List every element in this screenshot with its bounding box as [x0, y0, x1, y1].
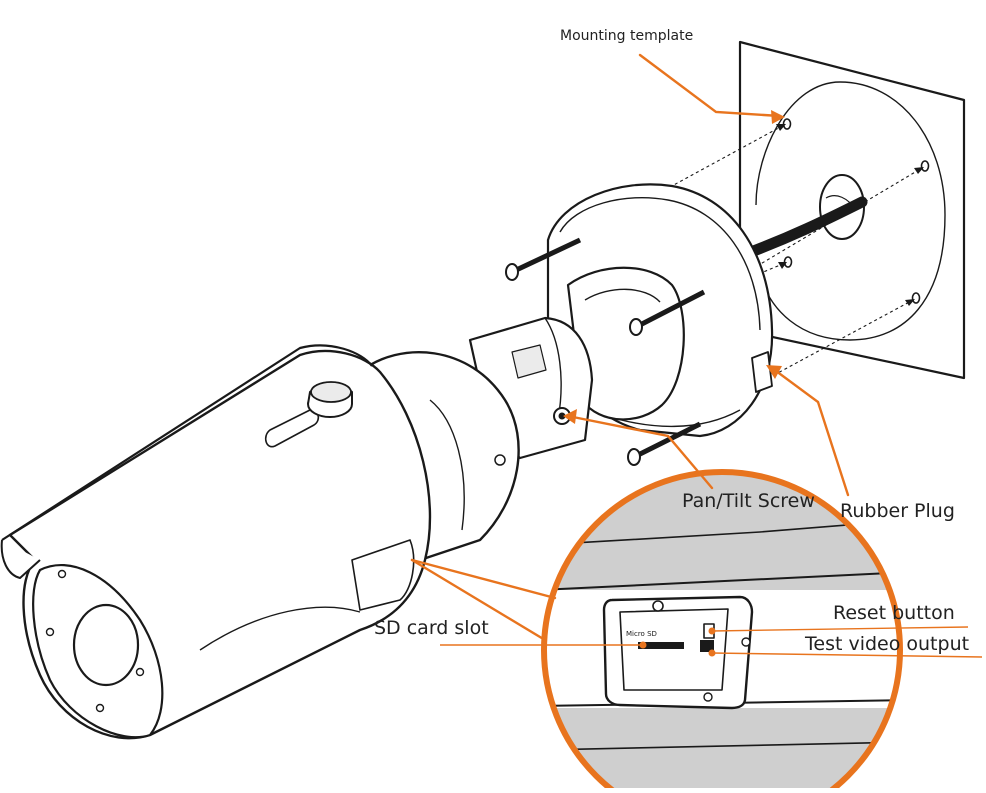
leader-pan-tilt	[566, 414, 714, 490]
leader-arrowheads	[563, 110, 785, 424]
callout-lines	[440, 626, 983, 658]
zoom-detail: Micro SD	[541, 469, 903, 793]
camera-body	[0, 344, 520, 740]
guide-arrowheads	[776, 124, 924, 306]
leader-sd-zoom-top	[410, 558, 557, 600]
label-reset-button: Reset button	[833, 602, 955, 624]
leader-sd-zoom-bottom	[410, 558, 547, 642]
label-rubber-plug: Rubber Plug	[840, 500, 955, 522]
mounting-screws	[505, 237, 706, 466]
label-test-video-output: Test video output	[805, 633, 970, 655]
micro-sd-label: Micro SD	[626, 630, 657, 638]
label-mounting-template: Mounting template	[560, 28, 694, 44]
leader-mounting-template	[638, 53, 782, 118]
label-pan-tilt-screw: Pan/Tilt Screw	[682, 490, 815, 512]
leader-lines	[410, 53, 850, 642]
leader-rubber-plug	[770, 366, 850, 497]
label-sd-card-slot: SD card slot	[374, 617, 489, 639]
template-holes	[782, 118, 930, 304]
